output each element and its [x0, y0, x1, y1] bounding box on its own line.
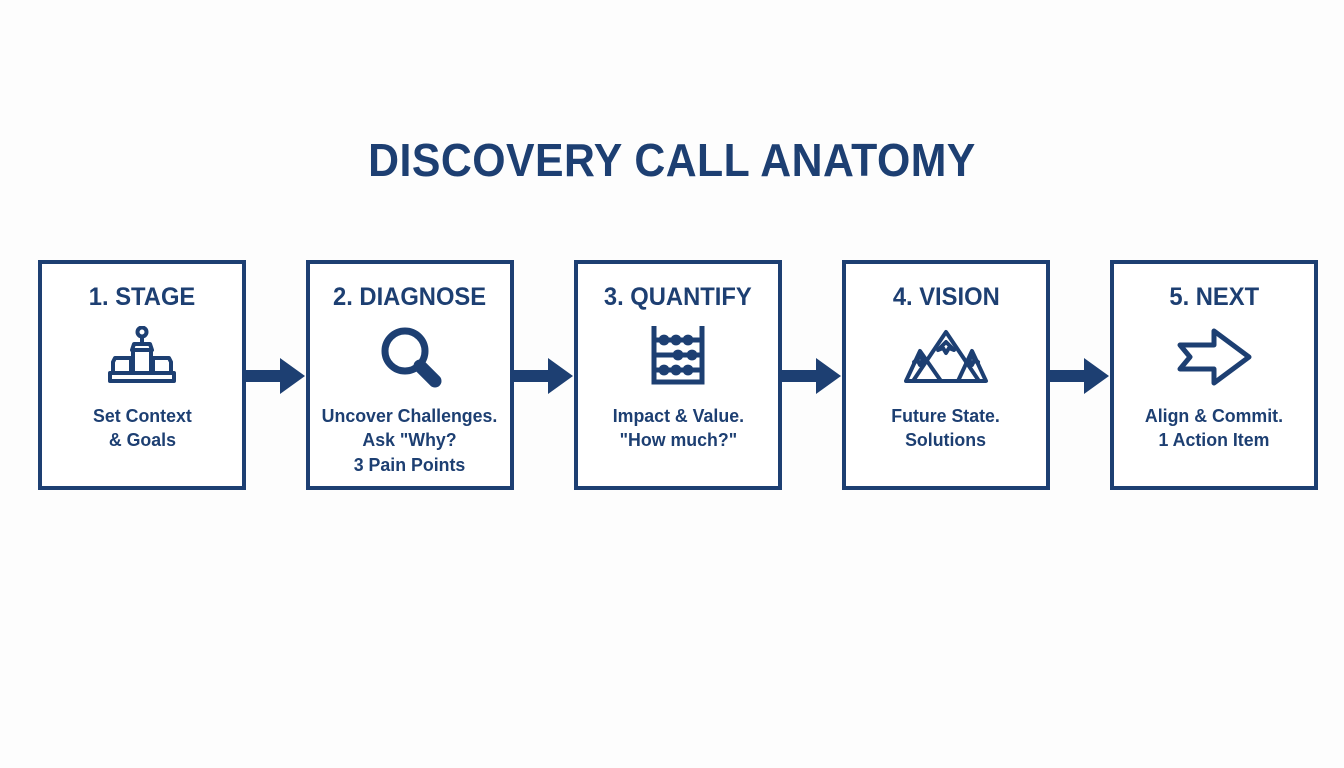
step-card-next[interactable]: 5. NEXT Align & Commit. 1 Action Item [1110, 260, 1318, 490]
step-card-quantify[interactable]: 3. QUANTIFY [574, 260, 782, 490]
right-arrow-connector-icon [1050, 358, 1109, 394]
flow-connector-3 [782, 260, 842, 492]
step-title: 5. NEXT [1169, 283, 1259, 311]
step-description: Impact & Value. "How much?" [612, 405, 744, 451]
right-arrow-connector-icon [782, 358, 841, 394]
step-title: 4. VISION [892, 283, 1000, 311]
mountain-peaks-icon [903, 326, 989, 388]
step-card-diagnose[interactable]: 2. DIAGNOSE Uncover Challenges. Ask "Why… [306, 260, 514, 490]
step-title: 3. QUANTIFY [604, 283, 752, 311]
step-card-vision[interactable]: 4. VISION Future State. Solutions [842, 260, 1050, 490]
flow-connector-4 [1050, 260, 1110, 492]
step-description: Align & Commit. 1 Action Item [1144, 405, 1284, 451]
right-arrow-connector-icon [514, 358, 573, 394]
step-title: 1. STAGE [88, 283, 196, 311]
step-description: Uncover Challenges. Ask "Why? 3 Pain Poi… [322, 405, 498, 475]
magnifying-glass-icon [377, 326, 443, 388]
abacus-icon [647, 326, 709, 388]
step-description: Set Context & Goals [92, 405, 192, 451]
step-card-stage[interactable]: 1. STAGE Set Context & Goals [38, 260, 246, 490]
page-title: DISCOVERY CALL ANATOMY [368, 134, 976, 186]
flow-connector-1 [246, 260, 306, 492]
process-flow: 1. STAGE Set Context & Goals [38, 260, 1318, 492]
flow-connector-2 [514, 260, 574, 492]
right-arrow-outline-icon [1176, 326, 1252, 388]
step-title: 2. DIAGNOSE [333, 283, 487, 311]
step-description: Future State. Solutions [891, 405, 1001, 451]
right-arrow-connector-icon [246, 358, 305, 394]
podium-stage-icon [105, 326, 179, 388]
